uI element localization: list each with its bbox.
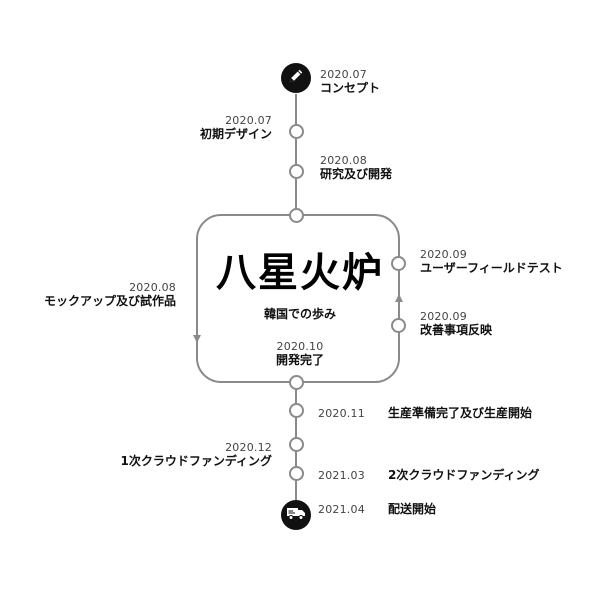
milestone-label: 配送開始: [387, 502, 436, 516]
milestone-label: ユーザーフィールドテスト: [420, 261, 563, 275]
milestone-dev-complete: 2020.10 開発完了: [262, 340, 338, 368]
milestone-date: 2020.09: [420, 310, 467, 323]
milestone-date: 2020.10: [276, 340, 324, 353]
end-node: [281, 500, 311, 530]
start-node: [281, 63, 311, 93]
milestone-label: 研究及び開発: [320, 167, 393, 181]
milestone-date: 2020.08: [320, 154, 367, 167]
main-title: 八星火炉: [216, 250, 384, 296]
node-rnd: [289, 164, 304, 179]
milestone-date: 2020.11: [318, 407, 365, 420]
milestone-label: モックアップ及び試作品: [43, 294, 176, 308]
milestone-initial-design: 2020.07 初期デザイン: [200, 114, 272, 142]
milestone-crowdfunding-1: 2020.12 1次クラウドファンディング: [120, 441, 272, 469]
node-initial-design: [289, 124, 304, 139]
main-subtitle: 韓国での歩み: [263, 307, 336, 321]
truck-icon: [286, 505, 306, 525]
milestone-label: 2次クラウドファンディング: [387, 468, 540, 482]
milestone-label: 生産準備完了及び生産開始: [387, 406, 532, 420]
milestone-delivery: 2021.04 配送開始: [318, 499, 436, 518]
node-field-test: [391, 256, 406, 271]
milestone-date: 2020.08: [129, 281, 176, 294]
milestone-crowdfunding-2: 2021.03 2次クラウドファンディング: [318, 465, 540, 484]
milestone-label: 改善事項反映: [420, 323, 493, 337]
milestone-date: 2020.09: [420, 248, 467, 261]
milestone-production: 2020.11 生産準備完了及び生産開始: [318, 403, 532, 422]
milestone-label: 1次クラウドファンディング: [120, 454, 272, 468]
node-production: [289, 403, 304, 418]
milestone-concept: 2020.07 コンセプト: [320, 68, 380, 96]
milestone-date: 2020.12: [225, 441, 272, 454]
milestone-date: 2021.03: [318, 469, 365, 482]
milestone-label: コンセプト: [320, 81, 381, 95]
milestone-mockup: 2020.08 モックアップ及び試作品: [44, 281, 176, 309]
arrow-up-right: [395, 294, 403, 302]
milestone-label: 開発完了: [275, 353, 324, 367]
node-loop-top: [289, 208, 304, 223]
milestone-date: 2021.04: [318, 503, 365, 516]
node-crowdfunding-1: [289, 437, 304, 452]
milestone-date: 2020.07: [320, 68, 367, 81]
pencil-icon: [287, 67, 305, 89]
milestone-rnd: 2020.08 研究及び開発: [320, 154, 392, 182]
milestone-date: 2020.07: [225, 114, 272, 127]
node-crowdfunding-2: [289, 466, 304, 481]
node-dev-complete: [289, 375, 304, 390]
milestone-label: 初期デザイン: [199, 127, 272, 141]
arrow-down-left: [193, 335, 201, 343]
node-improvement: [391, 318, 406, 333]
milestone-field-test: 2020.09 ユーザーフィールドテスト: [420, 248, 563, 276]
milestone-improvement: 2020.09 改善事項反映: [420, 310, 492, 338]
